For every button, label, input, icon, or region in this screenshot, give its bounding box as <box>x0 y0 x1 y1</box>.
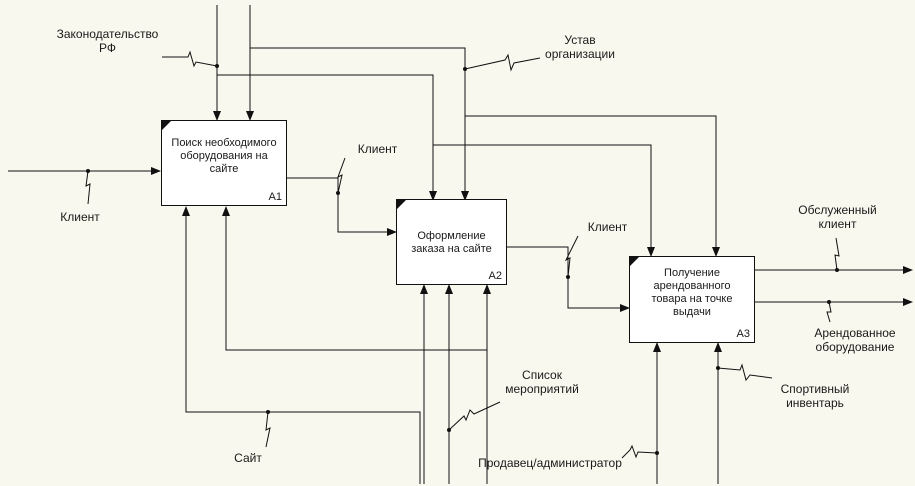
junction-dot <box>447 428 451 432</box>
activity-title: Поиск необходимого оборудования на сайте <box>171 137 277 175</box>
activity-box-a2: Оформление заказа на сайте A2 <box>396 199 507 285</box>
label-client-a2-a3: Клиент <box>587 220 628 234</box>
callout-seller <box>621 444 658 459</box>
label-rented-equipment: Арендованное оборудование <box>814 326 896 354</box>
junction-dot <box>835 268 839 272</box>
label-client-a1-a2: Клиент <box>357 142 398 156</box>
junction-dot <box>655 451 659 455</box>
label-client-in: Клиент <box>60 210 100 224</box>
activity-number: A3 <box>736 328 750 340</box>
callout-client-a2 <box>564 235 579 278</box>
junction-dot <box>827 300 831 304</box>
callout-charter <box>464 53 541 72</box>
junction-dot <box>215 64 219 68</box>
callout-sports <box>717 363 773 382</box>
callout-site <box>265 411 271 448</box>
activity-number: A2 <box>488 270 502 282</box>
junction-dot <box>336 191 340 195</box>
arrow-charter-to-a2 <box>250 47 469 201</box>
label-event-list: Список мероприятий <box>505 368 579 396</box>
callout-rented <box>826 301 832 323</box>
activity-number: A1 <box>268 191 282 203</box>
junction-dot <box>86 169 90 173</box>
arrow-a1-to-a2 <box>287 177 397 236</box>
arrow-charter-to-a3 <box>465 115 720 257</box>
activity-title: Получение арендованного товара на точке … <box>651 267 733 318</box>
junction-dot <box>266 410 270 414</box>
label-served-client: Обслуженный клиент <box>798 203 877 231</box>
junction-dot <box>716 366 720 370</box>
arrow-site-to-a1 <box>182 206 421 484</box>
callout-client-in <box>85 170 91 205</box>
junction-dot <box>463 67 467 71</box>
callout-events <box>448 401 501 431</box>
label-charter: Устав организации <box>545 33 615 61</box>
junction-dot <box>566 275 570 279</box>
activity-title: Оформление заказа на сайте <box>411 230 492 255</box>
label-site: Сайт <box>234 451 262 465</box>
callout-law <box>162 50 218 68</box>
arrow-law-to-a3 <box>433 144 655 257</box>
activity-box-a1: Поиск необходимого оборудования на сайте… <box>161 120 287 206</box>
label-seller: Продавец/администратор <box>478 456 622 470</box>
callout-client-a1 <box>337 157 346 194</box>
label-sports-equipment: Спортивный инвентарь <box>780 382 850 410</box>
arrow-events-to-a1 <box>222 206 488 484</box>
arrow-law-to-a2 <box>217 74 437 201</box>
box-corner <box>630 257 639 266</box>
label-law: Законодательство РФ <box>56 27 159 55</box>
box-corner <box>397 200 406 209</box>
box-corner <box>162 121 171 130</box>
callout-served <box>834 237 840 271</box>
activity-box-a3: Получение арендованного товара на точке … <box>629 256 755 343</box>
